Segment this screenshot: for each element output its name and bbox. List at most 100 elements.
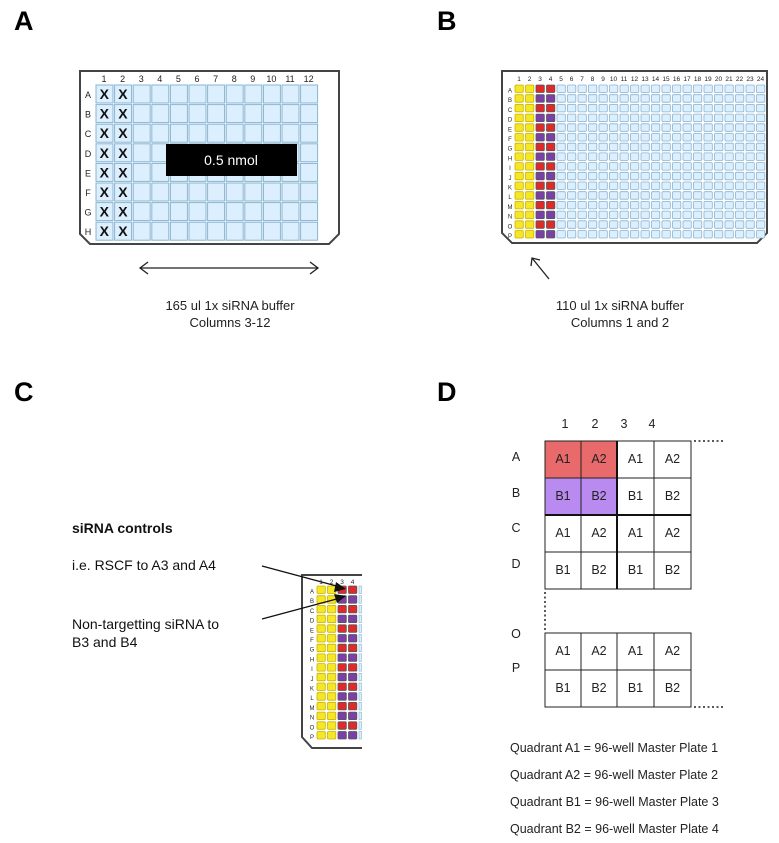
pointer-arrow-head (530, 257, 541, 267)
plate-384-well (724, 191, 734, 200)
plate-384-col-label: 2 (528, 76, 532, 83)
plate-96-well (151, 182, 170, 202)
grid-cell (580, 551, 618, 590)
plate-384-well (577, 220, 587, 229)
plate-96-well (95, 162, 114, 182)
plate-384-well (619, 171, 629, 181)
plate-384-well (567, 200, 577, 210)
plate-384-well (661, 191, 671, 200)
plate-96-well (281, 104, 300, 124)
plate-384-well (525, 191, 535, 200)
plate-96-well (188, 84, 207, 104)
plate-384-well (598, 84, 608, 93)
plate-corner-well (337, 721, 347, 730)
plate-corner-row-label: D (310, 619, 315, 625)
plate-96-well (132, 221, 151, 241)
plate-384-well (556, 104, 566, 113)
plate-96-row-label: G (84, 208, 91, 218)
plate-corner-well (337, 643, 347, 653)
plate-384-well (514, 84, 524, 93)
plate-96-well (114, 162, 133, 182)
plate-384-well (630, 162, 640, 171)
plate-384-well (630, 84, 640, 93)
plate-96-well (95, 182, 114, 202)
plate-384-well (609, 191, 619, 200)
plate-384-well (598, 191, 608, 200)
plate-384-well (703, 191, 713, 200)
plate-384-well (619, 84, 629, 93)
plate-corner-well (316, 721, 326, 730)
plate-96-well (151, 104, 170, 124)
plate-384-well (556, 230, 566, 239)
plate-384-well (630, 133, 640, 142)
plate-384-well (703, 162, 713, 171)
range-arrow-left-head (138, 261, 149, 275)
plate-96-well (169, 104, 188, 124)
grid-cell-label: B1 (628, 681, 643, 695)
plate-384-row-label: P (508, 234, 512, 240)
plate-96-well (300, 143, 319, 163)
plate-384-well (588, 113, 598, 122)
plate-384-well (546, 200, 556, 210)
plate-384-well (714, 142, 724, 152)
plate-96-well (244, 221, 263, 241)
plate-corner-well-edge (358, 614, 362, 623)
plate-96-x-mark: X (100, 106, 110, 122)
panel-label-b: B (437, 6, 457, 36)
amount-label-box (166, 144, 297, 176)
plate-384-well (619, 191, 629, 200)
plate-384-well (514, 210, 524, 220)
plate-96-well (244, 182, 263, 202)
plate-96-col-label: 10 (266, 74, 276, 84)
plate-384-well (619, 142, 629, 152)
grid-cell-label: A2 (591, 452, 606, 466)
plate-corner-well (348, 721, 358, 730)
plate-96-well (262, 221, 281, 241)
plate-corner-row-label: J (311, 677, 314, 683)
plate-corner-well-edge (358, 585, 362, 594)
plate-384-well (735, 171, 745, 181)
plate-96-well (188, 202, 207, 222)
plate-384-well (714, 84, 724, 93)
plate-corner-well (348, 595, 358, 604)
plate-384-well (745, 191, 755, 200)
plate-corner-well-edge (358, 643, 362, 653)
panel-a-caption-line2: Columns 3-12 (189, 315, 271, 330)
plate-384-well (745, 113, 755, 122)
plate-corner-row-label: L (310, 696, 314, 702)
plate-384-col-label: 17 (683, 76, 691, 83)
plate-corner-well-edge (358, 702, 362, 711)
plate-384-well (714, 152, 724, 161)
plate-384-well (682, 200, 692, 210)
plate-384-well (567, 152, 577, 161)
plate-96-x-mark: X (100, 164, 110, 180)
plate-corner-well (337, 614, 347, 623)
grid-cell-label: A1 (555, 644, 570, 658)
plate-384-row-label: O (508, 224, 513, 230)
plate-corner-well (316, 682, 326, 691)
panel-d-legend-2: Quadrant A2 = 96-well Master Plate 2 (510, 768, 719, 782)
plate-corner-row-label: K (310, 687, 314, 693)
plate-384-well (588, 133, 598, 142)
plate-384-col-label: 18 (694, 76, 702, 83)
plate-384-well (556, 113, 566, 122)
plate-384-well (630, 181, 640, 190)
plate-384-well (577, 200, 587, 210)
plate-384-well (567, 230, 577, 239)
plate-corner-col-label: 4 (351, 579, 355, 586)
plate-96-well (281, 221, 300, 241)
panel-a-caption-line1: 165 ul 1x siRNA buffer (165, 298, 295, 313)
plate-384-well (651, 152, 661, 161)
plate-384-well (514, 181, 524, 190)
plate-corner-well (337, 672, 347, 682)
plate-384-well (588, 171, 598, 181)
plate-384-well (651, 123, 661, 132)
plate-384-well (598, 230, 608, 239)
plate-384-well (525, 220, 535, 229)
plate-384-well (535, 104, 545, 113)
plate-96-well (95, 84, 114, 104)
plate-corner-well (337, 624, 347, 633)
plate-corner-well (348, 614, 358, 623)
plate-corner-well (316, 711, 326, 720)
plate-384-col-label: 5 (559, 76, 563, 83)
